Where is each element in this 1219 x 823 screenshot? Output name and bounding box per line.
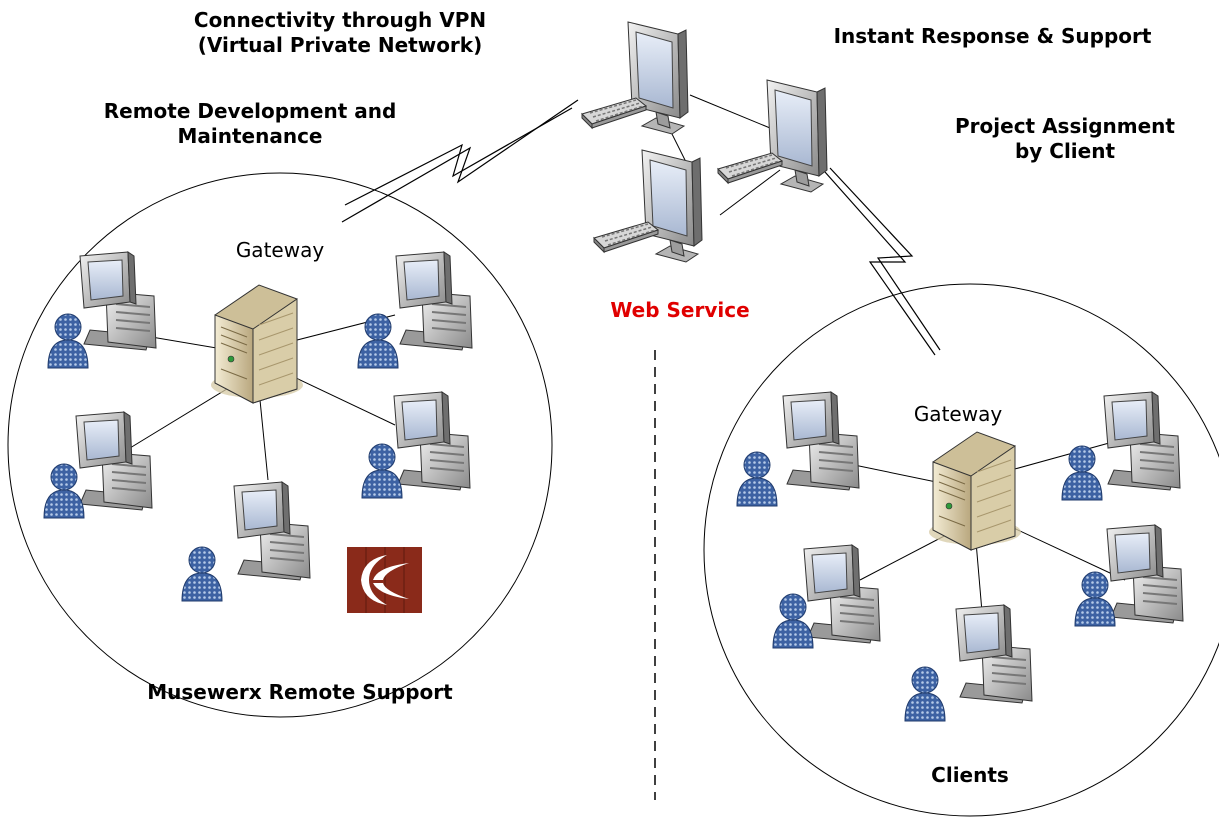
workstation-icon bbox=[393, 391, 471, 491]
workstation-icon bbox=[803, 544, 881, 644]
web-monitor-icon bbox=[766, 79, 828, 193]
web-service-label: Web Service bbox=[610, 298, 750, 322]
lightning-link-icon bbox=[824, 171, 936, 356]
web-monitor-icon bbox=[641, 149, 703, 263]
logo-icon bbox=[347, 547, 422, 613]
workstation-icon bbox=[955, 604, 1033, 704]
user-icon bbox=[361, 443, 403, 499]
project-assignment-label: Project Assignment by Client bbox=[920, 114, 1210, 164]
user-icon bbox=[43, 463, 85, 519]
user-icon bbox=[736, 451, 778, 507]
project-line1: Project Assignment bbox=[955, 114, 1175, 138]
user-icon bbox=[1074, 571, 1116, 627]
remote-dev-label: Remote Development and Maintenance bbox=[70, 99, 430, 149]
project-line2: by Client bbox=[1014, 139, 1116, 163]
remote-dev-line1: Remote Development and bbox=[103, 99, 397, 123]
gateway-left-label: Gateway bbox=[235, 238, 325, 262]
workstation-icon bbox=[233, 481, 311, 581]
user-icon bbox=[904, 666, 946, 722]
server-icon bbox=[210, 284, 304, 404]
remote-dev-line2: Maintenance bbox=[177, 124, 323, 148]
clients-label: Clients bbox=[931, 763, 1009, 787]
right-network-circle bbox=[703, 283, 1219, 817]
instant-response-text: Instant Response & Support bbox=[833, 24, 1152, 48]
keyboard-icon bbox=[593, 221, 659, 253]
lightning-link-icon bbox=[341, 99, 579, 223]
user-icon bbox=[181, 546, 223, 602]
keyboard-icon bbox=[581, 97, 647, 129]
gateway-right-label: Gateway bbox=[913, 402, 1003, 426]
workstation-icon bbox=[395, 251, 473, 351]
lightning-link-icon bbox=[344, 107, 573, 206]
vpn-label-line1: Connectivity through VPN bbox=[193, 8, 487, 32]
user-icon bbox=[47, 313, 89, 369]
vpn-label: Connectivity through VPN (Virtual Privat… bbox=[155, 8, 525, 58]
workstation-icon bbox=[75, 411, 153, 511]
lightning-link-icon bbox=[829, 167, 941, 351]
user-icon bbox=[772, 593, 814, 649]
musewerx-label: Musewerx Remote Support bbox=[147, 680, 453, 704]
user-icon bbox=[357, 313, 399, 369]
keyboard-icon bbox=[717, 152, 783, 184]
vpn-label-line2: (Virtual Private Network) bbox=[197, 33, 483, 57]
workstation-icon bbox=[1106, 524, 1184, 624]
instant-response-label: Instant Response & Support bbox=[805, 24, 1180, 49]
server-icon bbox=[928, 431, 1022, 551]
workstation-icon bbox=[782, 391, 860, 491]
web-monitor-icon bbox=[627, 21, 689, 135]
left-network-circle bbox=[7, 172, 553, 718]
workstation-icon bbox=[1103, 391, 1181, 491]
workstation-icon bbox=[79, 251, 157, 351]
